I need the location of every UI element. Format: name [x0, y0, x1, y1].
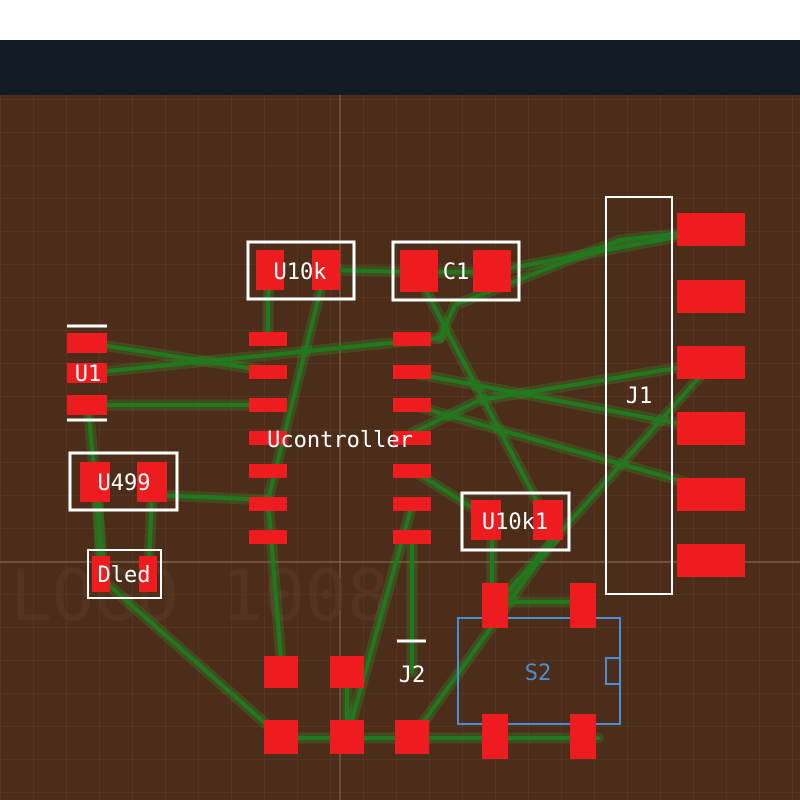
dled-pad-2[interactable]	[139, 556, 157, 592]
j2-pad-bottom-2[interactable]	[330, 720, 364, 754]
s2-notch	[605, 657, 621, 685]
ucontroller-pad-l2[interactable]	[249, 365, 287, 379]
j2-pad-top-1[interactable]	[264, 656, 298, 688]
component-u499[interactable]: U499	[68, 451, 179, 512]
component-j1[interactable]: J1	[605, 196, 745, 595]
u499-outline	[68, 451, 179, 512]
c1-label: C1	[443, 260, 470, 285]
u499-pad-1[interactable]	[80, 462, 110, 502]
dled-pad-1[interactable]	[92, 556, 110, 592]
s2-pad-1[interactable]	[482, 583, 508, 628]
j2-label: J2	[399, 663, 426, 688]
grid	[0, 95, 800, 800]
component-u10k[interactable]: U10k	[246, 240, 356, 301]
ucontroller-pad-r1[interactable]	[393, 332, 431, 346]
u10k-outline	[246, 240, 356, 301]
u1-label: U1	[75, 362, 102, 387]
component-s2[interactable]: S2	[457, 583, 621, 759]
top-strip	[0, 0, 800, 40]
ucontroller-pad-r3[interactable]	[393, 398, 431, 412]
ucontroller-pad-l5[interactable]	[249, 464, 287, 478]
j2-pad-top-2[interactable]	[330, 656, 364, 688]
u10k-pad-2[interactable]	[312, 250, 340, 290]
u1-pad-2[interactable]	[67, 363, 107, 383]
u499-label: U499	[98, 471, 151, 496]
j1-pad-4[interactable]	[677, 412, 745, 445]
pcb-canvas[interactable]: LOGO 1008	[0, 95, 800, 800]
component-j2[interactable]: J2	[264, 639, 429, 754]
s2-label: S2	[525, 661, 552, 686]
c1-pad-1[interactable]	[400, 250, 438, 292]
ucontroller-pad-l4[interactable]	[249, 431, 287, 445]
s2-pad-2[interactable]	[570, 583, 596, 628]
ucontroller-label: Ucontroller	[267, 428, 413, 453]
dled-outline	[87, 549, 162, 599]
ucontroller-pad-r7[interactable]	[393, 530, 431, 544]
u1-pad-1[interactable]	[67, 333, 107, 353]
s2-pad-4[interactable]	[570, 714, 596, 759]
u1-pad-3[interactable]	[67, 395, 107, 415]
u10k1-pad-2[interactable]	[533, 500, 563, 540]
c1-outline	[391, 240, 521, 302]
j1-pad-3[interactable]	[677, 346, 745, 379]
j2-pad-bottom-1[interactable]	[264, 720, 298, 754]
j2-pad-bottom-3[interactable]	[395, 720, 429, 754]
u10k1-label: U10k1	[482, 510, 548, 535]
ucontroller-pad-r2[interactable]	[393, 365, 431, 379]
ucontroller-pad-l1[interactable]	[249, 332, 287, 346]
component-u10k1[interactable]: U10k1	[460, 491, 571, 552]
component-dled[interactable]: Dled	[87, 549, 162, 599]
j1-pad-1[interactable]	[677, 213, 745, 246]
editor-header-bar	[0, 40, 800, 95]
j1-label: J1	[626, 384, 653, 409]
ucontroller-pad-r4[interactable]	[393, 431, 431, 445]
ucontroller-pad-r5[interactable]	[393, 464, 431, 478]
dled-label: Dled	[98, 563, 151, 588]
j1-outline	[605, 196, 673, 595]
u499-pad-2[interactable]	[137, 462, 167, 502]
pcb-svg[interactable]: LOGO 1008	[0, 95, 800, 800]
ucontroller-pad-l7[interactable]	[249, 530, 287, 544]
component-c1[interactable]: C1	[391, 240, 521, 302]
j1-pad-2[interactable]	[677, 280, 745, 313]
c1-pad-2[interactable]	[473, 250, 511, 292]
board-watermark: LOGO 1008	[10, 555, 389, 637]
ucontroller-pad-l3[interactable]	[249, 398, 287, 412]
j1-pad-6[interactable]	[677, 544, 745, 577]
s2-pad-3[interactable]	[482, 714, 508, 759]
u10k-label: U10k	[274, 260, 327, 285]
component-ucontroller[interactable]: Ucontroller	[249, 332, 431, 544]
u10k1-pad-1[interactable]	[471, 500, 501, 540]
u10k-pad-1[interactable]	[256, 250, 284, 290]
ucontroller-pad-l6[interactable]	[249, 497, 287, 511]
u10k1-outline	[460, 491, 571, 552]
ucontroller-pad-r6[interactable]	[393, 497, 431, 511]
j1-pad-5[interactable]	[677, 478, 745, 511]
component-u1[interactable]: U1	[67, 324, 107, 422]
